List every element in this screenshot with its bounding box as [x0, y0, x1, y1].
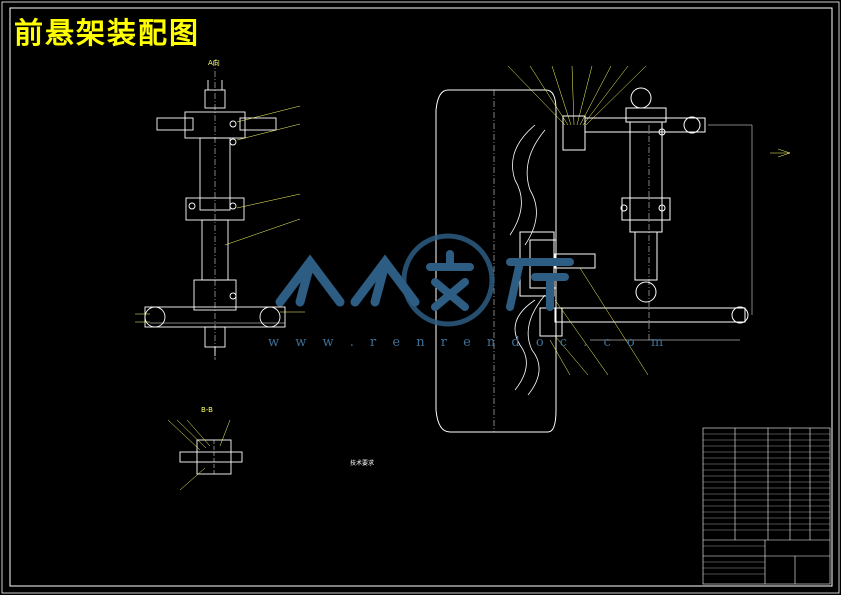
- technical-requirements-title: 技术要求: [350, 460, 375, 467]
- detail-b-b-leaders: [167, 419, 231, 491]
- strut-view-a: [144, 60, 286, 360]
- strut-view-a-leaders: [135, 105, 305, 323]
- drawing-title: 前悬架装配图: [14, 16, 201, 50]
- watermark-url: w w w . r e n r e n d o c . c o m: [268, 335, 670, 350]
- detail-b-b: [179, 439, 243, 475]
- inner-border: [9, 7, 833, 587]
- wheel-view-leaders: [507, 65, 791, 376]
- view-a-label: A向: [208, 59, 220, 67]
- watermark-logo: [275, 233, 574, 327]
- shock-absorber: [620, 87, 671, 303]
- parts-list-rows: [703, 433, 830, 575]
- view-b-b-label: B-B: [201, 406, 213, 414]
